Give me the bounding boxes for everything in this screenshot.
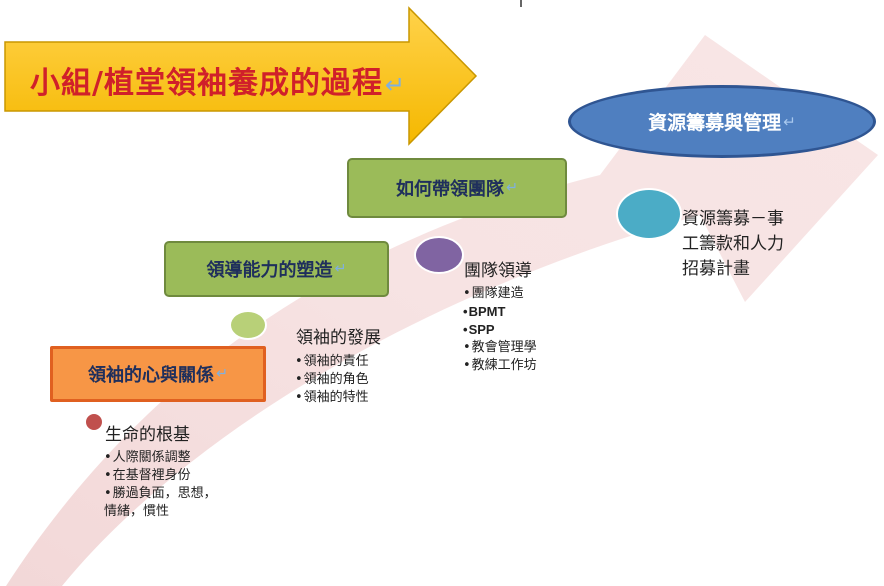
- stage-4-label: 資源籌募與管理: [648, 112, 782, 134]
- stage-4-description: 資源籌募－事 工籌款和人力 招募計畫: [682, 209, 784, 279]
- diagram-title-text: 小組/植堂領袖養成的過程: [30, 66, 383, 101]
- title-arrow-shape: [4, 6, 478, 146]
- list-item: 勝過負面，思想， 情緒，慣性: [104, 485, 217, 521]
- stage-1-list: 人際關係調整 在基督裡身份 勝過負面，思想， 情緒，慣性: [104, 449, 217, 521]
- stage-3-heading: 團隊領導: [464, 261, 532, 281]
- stage-1-box: 領袖的心與關係↵: [50, 346, 266, 402]
- stage-2-box: 領導能力的塑造↵: [164, 241, 389, 297]
- stage-1-return-mark: ↵: [215, 366, 229, 382]
- stage-1-dot: [84, 412, 104, 432]
- list-item: 領袖的角色: [295, 371, 369, 389]
- progress-sweep-arrow: [6, 35, 878, 586]
- diagram-title: 小組/植堂領袖養成的過程↵: [30, 58, 406, 102]
- stage-3-box: 如何帶領團隊↵: [347, 158, 567, 218]
- list-item: 教會管理學: [463, 339, 537, 357]
- list-item: BPMT: [463, 303, 537, 321]
- stage-1-heading: 生命的根基: [105, 425, 190, 445]
- stage-2-heading: 領袖的發展: [296, 328, 381, 348]
- stage-2-dot: [229, 310, 267, 340]
- stage-3-label: 如何帶領團隊: [395, 179, 504, 200]
- stage-3-return-mark: ↵: [505, 180, 519, 196]
- stage-4-dot: [616, 188, 682, 240]
- list-item: 領袖的特性: [295, 389, 369, 407]
- stage-2-return-mark: ↵: [334, 261, 347, 277]
- stage-3-dot: [414, 236, 464, 274]
- list-item: 在基督裡身份: [104, 467, 217, 485]
- list-item: 教練工作坊: [463, 357, 537, 375]
- stage-3-list: 團隊建造 BPMT SPP 教會管理學 教練工作坊: [463, 285, 537, 375]
- title-return-mark: ↵: [384, 71, 407, 99]
- list-item: 領袖的責任: [295, 353, 369, 371]
- stage-2-label: 領導能力的塑造: [206, 260, 333, 281]
- stage-2-list: 領袖的責任 領袖的角色 領袖的特性: [295, 353, 369, 407]
- list-item: 團隊建造: [463, 285, 537, 303]
- stage-1-label: 領袖的心與關係: [87, 365, 214, 386]
- stage-4-return-mark: ↵: [783, 112, 796, 131]
- stage-4-ellipse: 資源籌募與管理↵: [568, 85, 876, 158]
- list-item: SPP: [463, 321, 537, 339]
- list-item: 人際關係調整: [104, 449, 217, 467]
